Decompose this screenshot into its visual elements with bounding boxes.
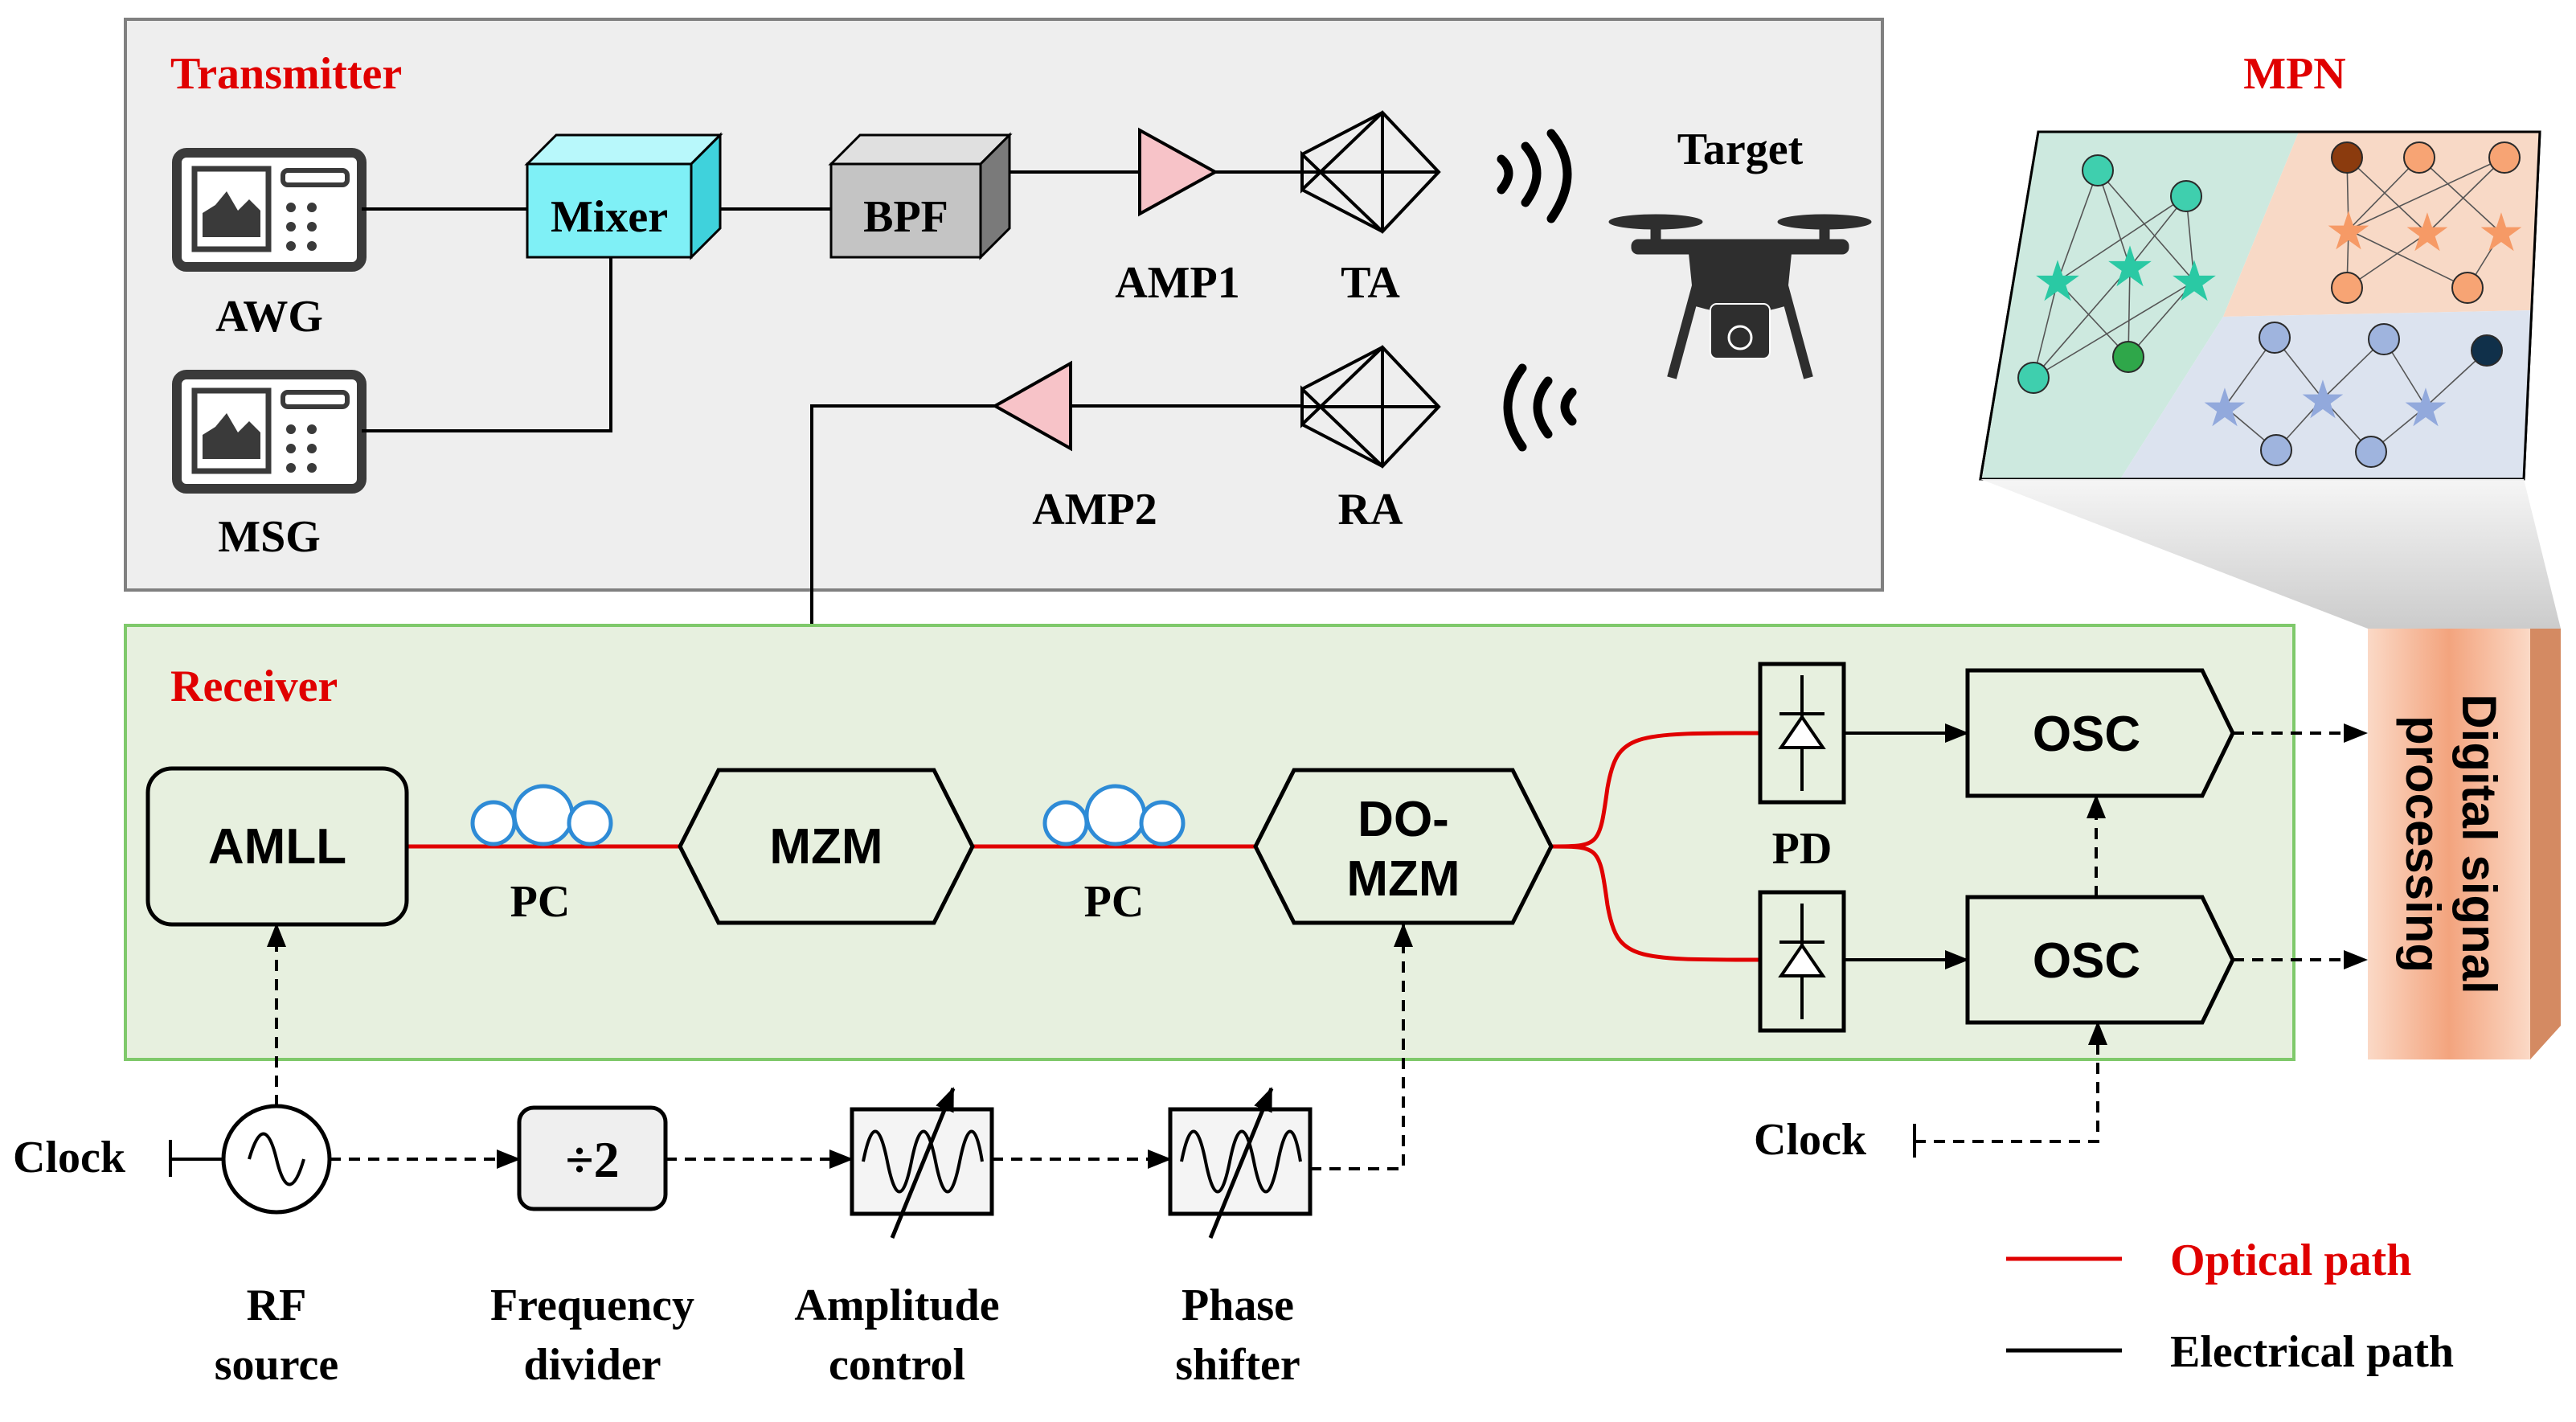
bpf-label: BPF <box>863 192 948 242</box>
svg-text:★: ★ <box>2403 202 2451 264</box>
svg-text:★: ★ <box>2201 377 2248 439</box>
dsp-label-line1: Digital signal <box>2452 694 2506 994</box>
amp1-triangle <box>1138 127 1219 217</box>
clock-left-wire <box>169 1140 223 1177</box>
pd1-photodiode-icon <box>1758 662 1846 805</box>
mixer-label: Mixer <box>551 192 668 242</box>
mzm-block <box>678 768 975 925</box>
msg-device-icon <box>172 370 367 494</box>
mpn-funnel <box>1980 479 2561 629</box>
phase-shifter-icon <box>1168 1087 1313 1239</box>
svg-text:★: ★ <box>2324 200 2372 262</box>
ra-label: RA <box>1338 485 1403 535</box>
amp2-triangle <box>991 360 1072 452</box>
mixer-block <box>524 132 723 260</box>
svg-text:★: ★ <box>2477 202 2525 264</box>
osc-to-dsp-links <box>2233 723 2368 969</box>
freq-label-line1: Frequency <box>490 1281 694 1330</box>
awg-device-icon <box>172 148 367 272</box>
awg-label: AWG <box>215 292 323 342</box>
rf-source-icon <box>221 1104 332 1215</box>
dsp-label-line2: processing <box>2396 715 2450 973</box>
osc1-block <box>1965 668 2235 798</box>
svg-text:★: ★ <box>2402 377 2449 439</box>
svg-text:★: ★ <box>2033 248 2083 314</box>
amp-label-line2: control <box>829 1340 965 1390</box>
transmitter-panel: Transmitter AWG MSG M <box>124 18 1884 748</box>
pc2-polarization-controller-icon <box>1042 784 1186 846</box>
domzm-label-line1: DO- <box>1358 792 1449 847</box>
msg-label: MSG <box>218 512 321 562</box>
ra-antenna-icon <box>1300 345 1441 469</box>
svg-text:★: ★ <box>2299 369 2346 431</box>
mpn-network-diagram: ★★★ ★★★ ★★★ <box>1979 130 2541 481</box>
svg-text:★: ★ <box>2105 234 2156 300</box>
rf-label-line1: RF <box>247 1281 307 1330</box>
osc2-label: OSC <box>2033 933 2140 989</box>
pd2-photodiode-icon <box>1758 890 1846 1033</box>
amplitude-control-icon <box>850 1087 994 1239</box>
amp1-label: AMP1 <box>1115 258 1240 308</box>
rf-chain-links <box>330 923 1413 1170</box>
pc1-polarization-controller-icon <box>470 784 613 846</box>
domzm-block <box>1253 768 1554 925</box>
domzm-label-line2: MZM <box>1346 851 1460 907</box>
pd-label: PD <box>1772 824 1833 874</box>
rf-label-line2: source <box>215 1340 339 1390</box>
freq-label-line2: divider <box>523 1340 661 1390</box>
phase-label-line1: Phase <box>1182 1281 1294 1330</box>
transmitter-title: Transmitter <box>170 49 402 99</box>
legend-electrical-label: Electrical path <box>2170 1327 2454 1377</box>
clock-right-label: Clock <box>1754 1115 1867 1165</box>
osc1-label: OSC <box>2033 707 2140 762</box>
clock-left-label: Clock <box>13 1133 126 1182</box>
mzm-label: MZM <box>769 819 883 875</box>
dsp-block: Digital signal processing <box>2368 629 2561 1059</box>
mpn-title: MPN <box>2243 49 2346 99</box>
divider-symbol: ÷2 <box>565 1131 619 1188</box>
optical-paths <box>407 731 1761 962</box>
amp-label-line1: Amplitude <box>794 1281 999 1330</box>
clock-right-wire <box>1913 1021 2107 1158</box>
drone-icon <box>1608 214 1872 379</box>
pc2-label: PC <box>1084 877 1145 927</box>
pd-to-osc-wires <box>1844 723 1969 969</box>
incoming-wave-icon <box>1503 363 1577 452</box>
legend-optical-label: Optical path <box>2170 1236 2411 1285</box>
outgoing-wave-icon <box>1497 129 1572 223</box>
ta-antenna-icon <box>1300 110 1441 234</box>
phase-label-line2: shifter <box>1175 1340 1300 1390</box>
bpf-block <box>828 132 1013 260</box>
svg-text:★: ★ <box>2169 248 2220 314</box>
amp2-label: AMP2 <box>1032 485 1157 535</box>
legend: Optical path Electrical path <box>2006 1236 2454 1377</box>
receiver-title: Receiver <box>170 662 338 711</box>
pc1-label: PC <box>510 877 571 927</box>
ta-label: TA <box>1341 258 1400 308</box>
amll-label: AMLL <box>208 819 346 875</box>
target-label: Target <box>1677 125 1804 174</box>
osc2-block <box>1965 895 2235 1025</box>
